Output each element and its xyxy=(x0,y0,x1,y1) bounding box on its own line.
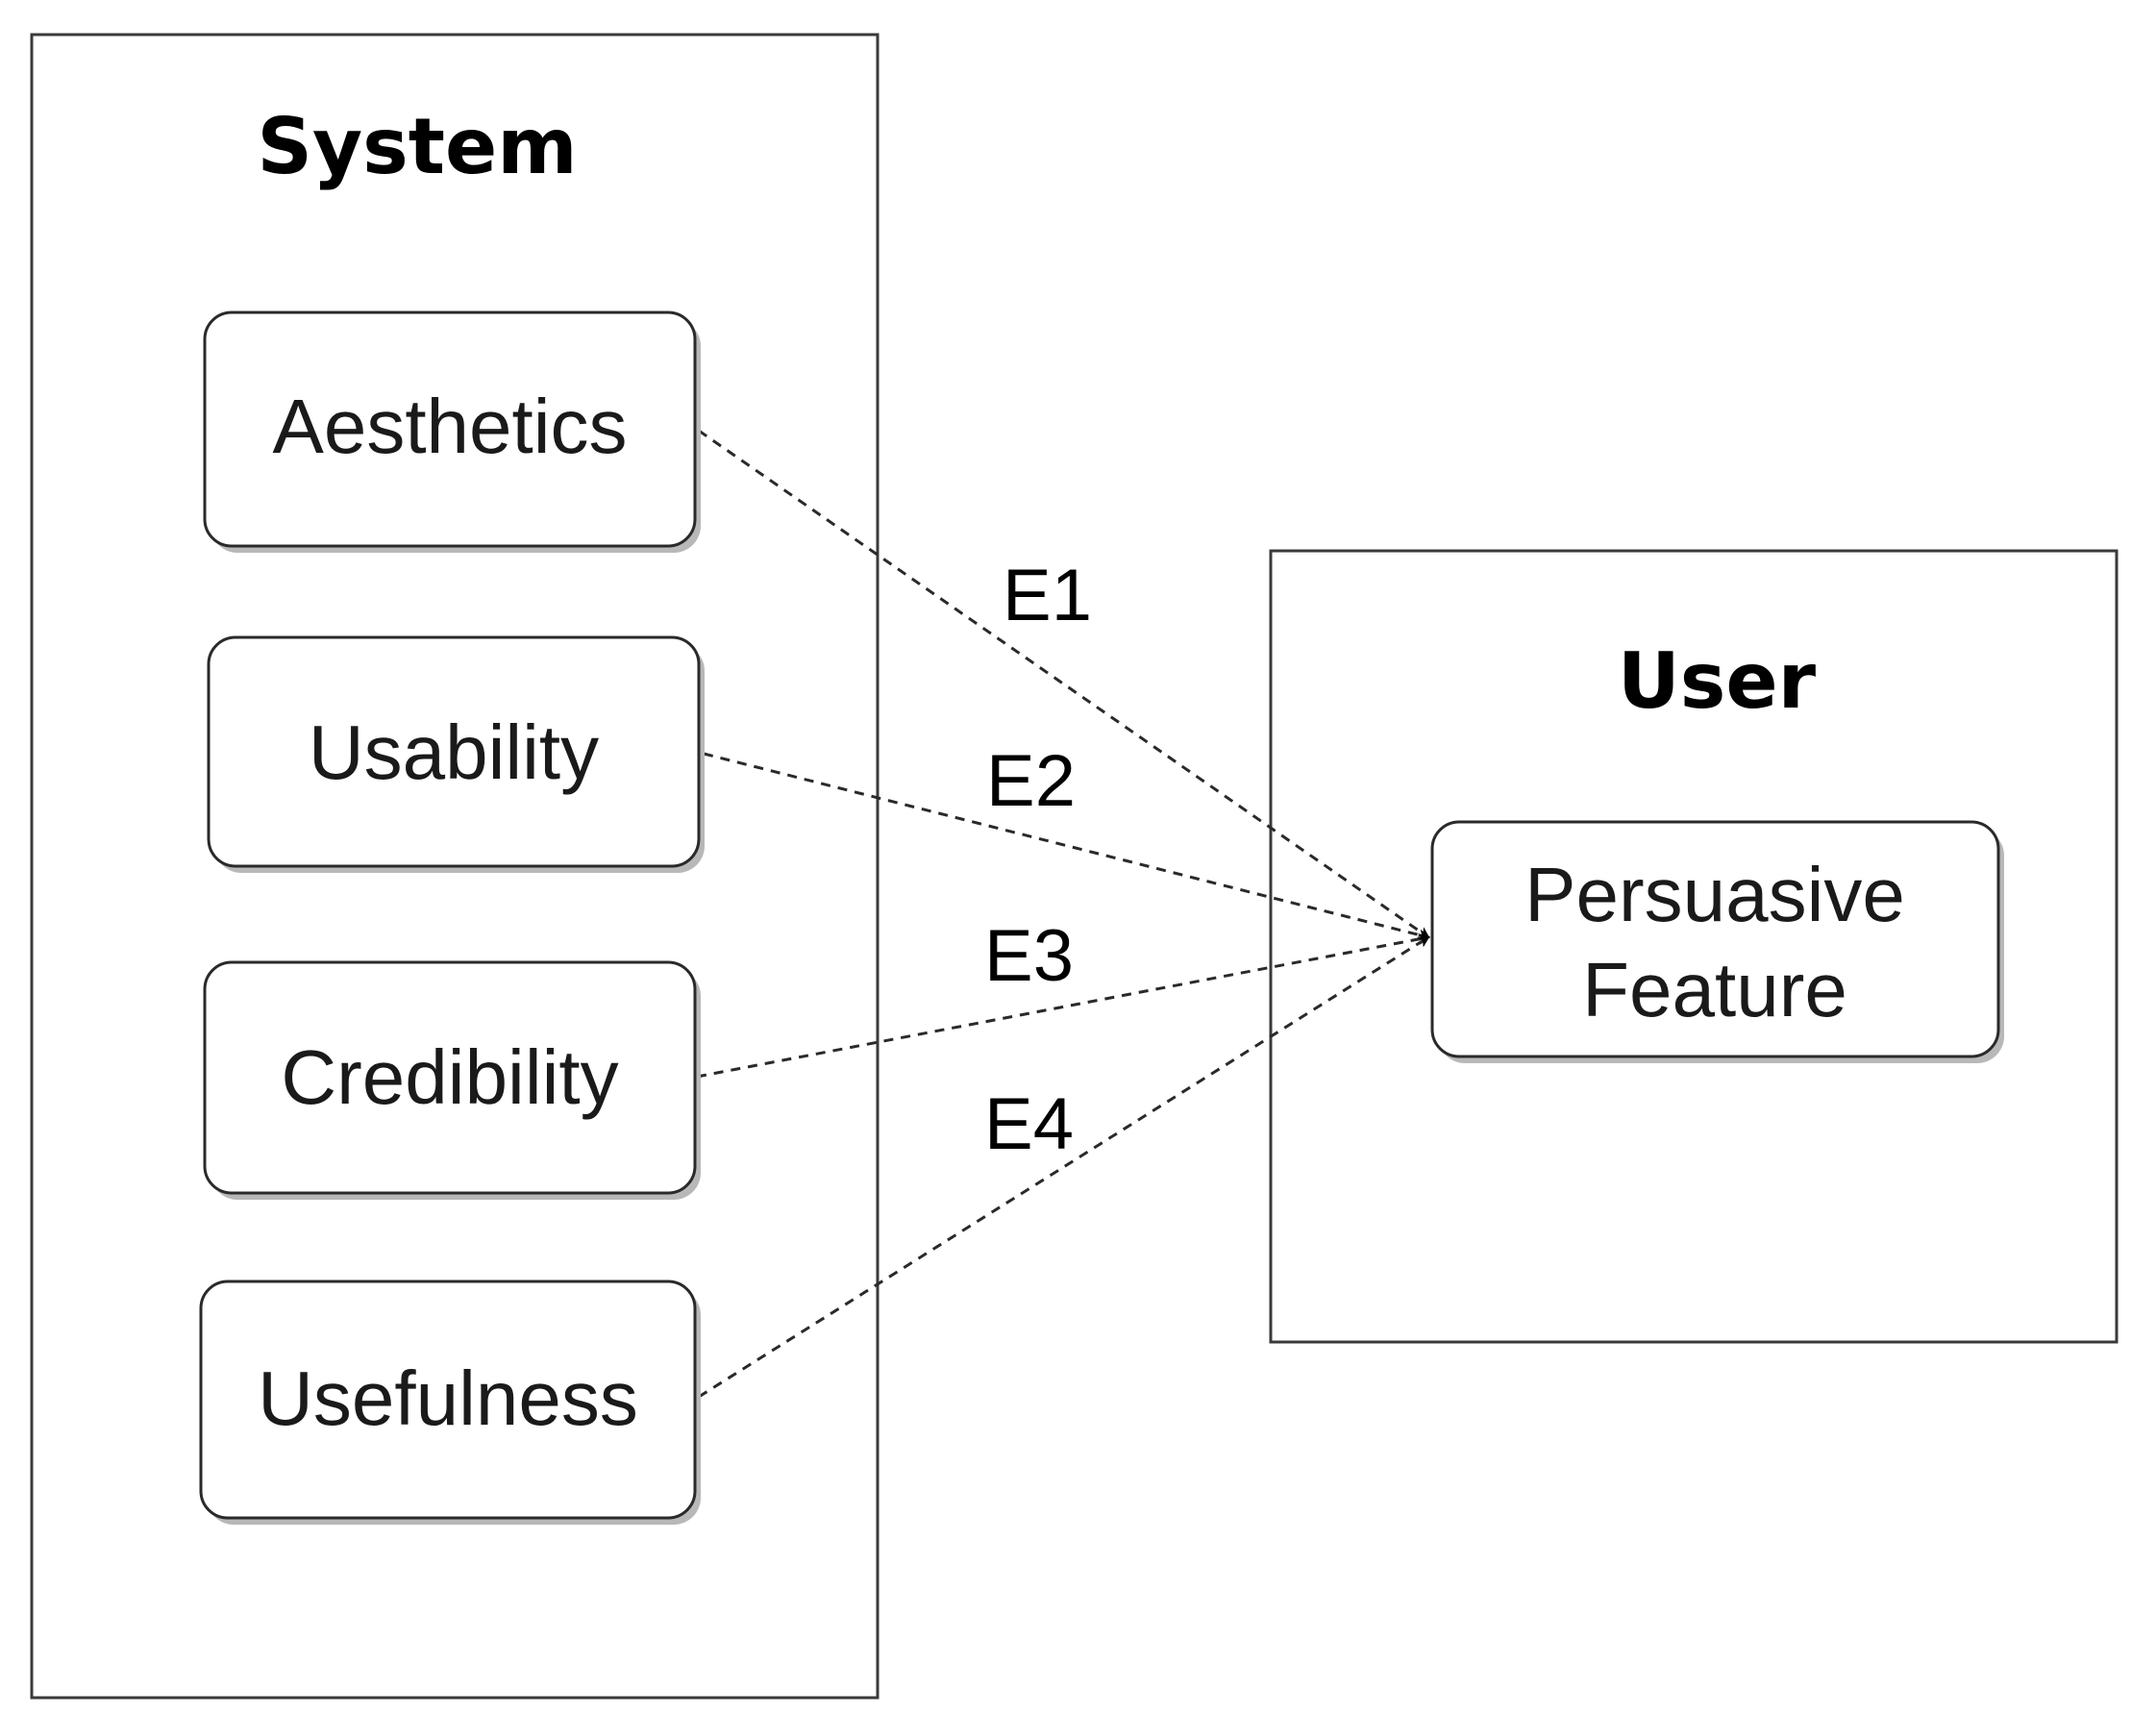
node-usability-box xyxy=(207,635,701,868)
edge-e2 xyxy=(703,752,1430,941)
edge-label-e4: E4 xyxy=(984,1083,1074,1165)
system-title: System xyxy=(257,102,577,191)
edge-label-e1: E1 xyxy=(1003,555,1092,636)
node-credibility-box xyxy=(203,960,697,1195)
edge-e3 xyxy=(696,932,1430,1079)
edge-e4 xyxy=(698,935,1430,1399)
node-persuasive-feature-label-line1: Persuasive xyxy=(1524,852,1905,937)
node-credibility: Credibility xyxy=(203,960,701,1200)
node-usefulness-label: Usefulness xyxy=(258,1355,638,1441)
node-aesthetics-label: Aesthetics xyxy=(272,384,627,469)
edge-label-e2: E2 xyxy=(986,740,1076,822)
edge-label-e3: E3 xyxy=(984,915,1074,997)
node-persuasive-feature: Persuasive Feature xyxy=(1430,820,2004,1063)
node-persuasive-feature-box xyxy=(1430,820,2000,1058)
node-usefulness: Usefulness xyxy=(199,1280,701,1525)
node-aesthetics-box xyxy=(203,311,697,548)
edges: E1 E2 E3 E4 xyxy=(696,429,1430,1399)
node-aesthetics: Aesthetics xyxy=(203,311,701,553)
user-title: User xyxy=(1618,636,1817,726)
node-credibility-label: Credibility xyxy=(281,1034,618,1120)
node-usability-label: Usability xyxy=(309,709,599,795)
node-usefulness-box xyxy=(199,1280,697,1520)
node-usability: Usability xyxy=(207,635,705,873)
node-persuasive-feature-label-line2: Feature xyxy=(1582,947,1847,1032)
